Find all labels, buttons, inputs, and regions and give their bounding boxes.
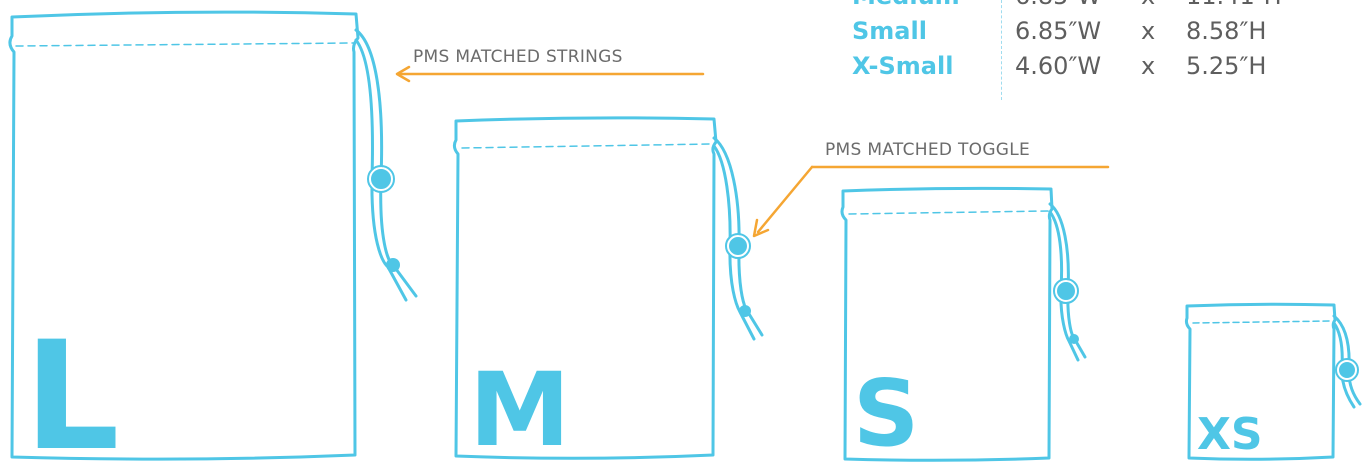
- bag-xsmall-toggle: [1337, 360, 1357, 380]
- bag-xsmall: [1184, 302, 1362, 461]
- size-width: 6.85″W: [1015, 17, 1102, 45]
- bag-xsmall-letter: XS: [1197, 409, 1263, 460]
- size-width: 4.60″W: [1015, 52, 1102, 80]
- bag-medium-toggle: [727, 235, 749, 257]
- size-height: 8.58″H: [1186, 17, 1267, 45]
- size-name: X-Small: [852, 52, 954, 80]
- bag-large-letter: L: [24, 310, 120, 465]
- bag-xsmall-drawstring-hem: [1192, 320, 1333, 324]
- callout-toggle-arrow: [752, 165, 1110, 238]
- bag-medium-drawstring-hem: [461, 143, 713, 149]
- bag-large-outline: [8, 10, 360, 461]
- bag-medium-outline: [452, 116, 718, 460]
- callout-strings-arrow: [395, 65, 705, 83]
- bag-xsmall-outline: [1184, 302, 1337, 461]
- size-width: 6.85″W: [1015, 0, 1101, 10]
- bag-medium: [452, 116, 764, 460]
- size-table-divider: [1001, 0, 1002, 100]
- size-name: Medium: [852, 0, 960, 10]
- size-separator: x: [1141, 0, 1155, 10]
- bag-large: [8, 10, 418, 461]
- size-separator: x: [1141, 17, 1156, 45]
- bag-small-outline: [840, 186, 1054, 462]
- bag-large-string-knot: [386, 258, 400, 272]
- size-name: Small: [852, 17, 927, 45]
- size-separator: x: [1141, 52, 1156, 80]
- bag-medium-string-knot: [739, 305, 751, 317]
- callout-toggle-label: PMS MATCHED TOGGLE: [825, 140, 1031, 160]
- bag-small-string-knot: [1069, 334, 1079, 344]
- bag-small-toggle: [1055, 280, 1077, 302]
- bag-large-string-outer: [354, 28, 418, 298]
- bag-small-letter: S: [853, 360, 920, 465]
- bag-large-drawstring-hem: [15, 42, 355, 47]
- size-height: 5.25″H: [1186, 52, 1267, 80]
- bag-large-toggle: [369, 167, 393, 191]
- bag-small: [840, 186, 1087, 462]
- bag-medium-letter: M: [469, 351, 571, 465]
- size-height: 11.41″H: [1186, 0, 1282, 10]
- callout-strings-label: PMS MATCHED STRINGS: [413, 47, 623, 67]
- bag-small-drawstring-hem: [848, 210, 1049, 215]
